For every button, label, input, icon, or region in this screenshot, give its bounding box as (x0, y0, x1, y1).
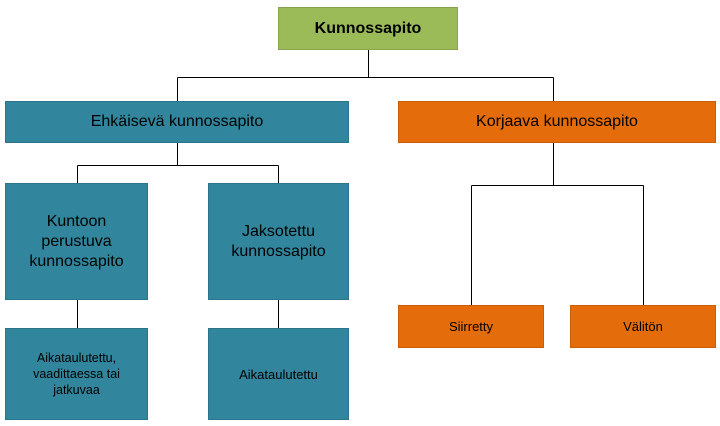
node-deferred-label: Siirretty (448, 319, 494, 334)
node-corrective: Korjaava kunnossapito (398, 101, 716, 143)
node-corrective-label: Korjaava kunnossapito (476, 113, 638, 130)
node-root-label: Kunnossapito (314, 19, 422, 37)
node-deferred: Siirretty (398, 305, 544, 348)
node-immediate: Välitön (570, 305, 716, 348)
node-condition-based: Kuntoon perustuva kunnossapito (5, 183, 148, 300)
node-preventive: Ehkäisevä kunnossapito (5, 101, 349, 143)
node-condition-based-detail: Aikataulutettu, vaadittaessa tai jatkuva… (5, 328, 148, 420)
node-periodic: Jaksotettu kunnossapito (208, 183, 349, 300)
node-root: Kunnossapito (278, 7, 458, 50)
node-condition-based-detail-label: Aikataulutettu, vaadittaessa tai jatkuva… (33, 351, 120, 397)
node-periodic-detail: Aikataulutettu (208, 328, 349, 420)
node-periodic-label: Jaksotettu kunnossapito (231, 222, 326, 260)
node-condition-based-label: Kuntoon perustuva kunnossapito (29, 212, 124, 270)
node-preventive-label: Ehkäisevä kunnossapito (90, 113, 264, 130)
node-immediate-label: Välitön (623, 319, 663, 334)
node-periodic-detail-label: Aikataulutettu (239, 366, 318, 382)
